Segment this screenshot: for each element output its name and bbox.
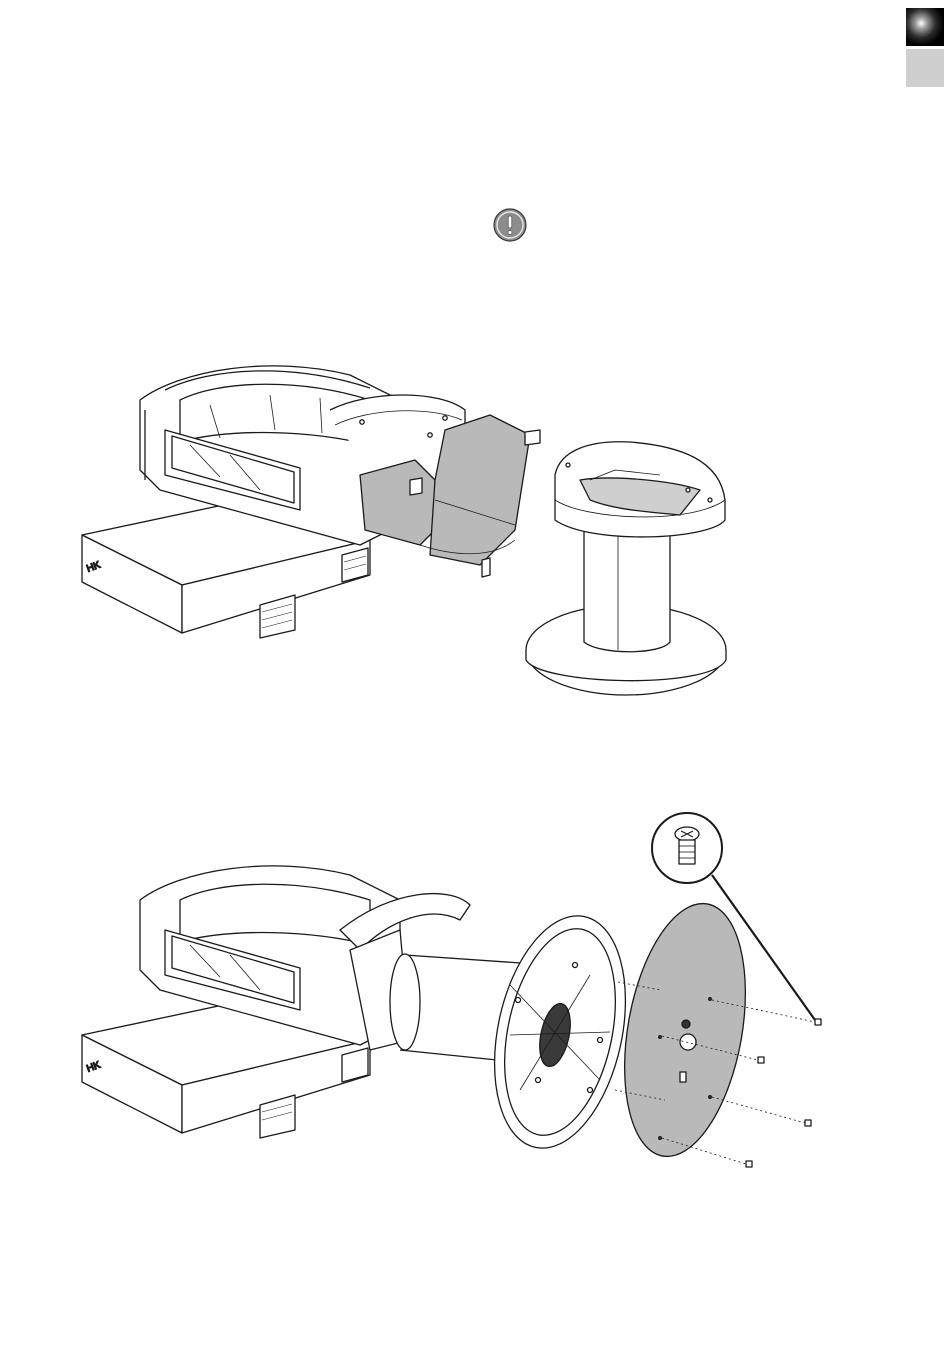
section-tab-dark (906, 8, 944, 46)
base-plate (607, 894, 764, 1166)
screw (815, 1019, 821, 1025)
base-flange (475, 904, 645, 1161)
pedestal-base (526, 442, 726, 695)
base-plate-mounting-figure: HK (70, 810, 850, 1200)
screw (805, 1120, 811, 1126)
section-tab-light (906, 49, 944, 87)
screw (746, 1161, 752, 1167)
screws (746, 1019, 821, 1167)
disassembly-step-figure: HK (70, 350, 750, 710)
warning-exclamation-icon (493, 208, 527, 242)
screw (758, 1057, 764, 1063)
